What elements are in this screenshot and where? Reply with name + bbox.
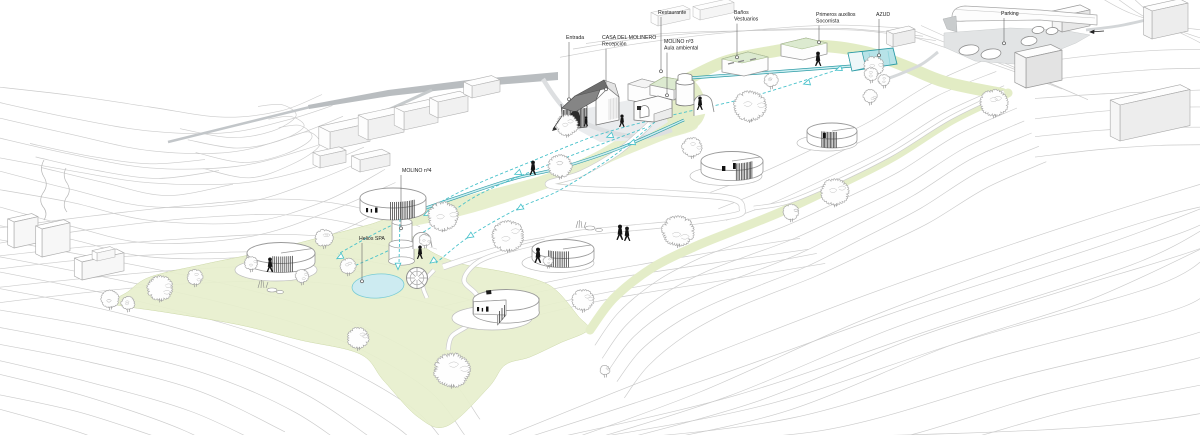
- svg-text:Socorrista: Socorrista: [816, 19, 839, 25]
- svg-text:Entrada: Entrada: [566, 35, 584, 41]
- svg-text:CASA DEL MOLINERO: CASA DEL MOLINERO: [602, 35, 656, 41]
- svg-text:AZUD: AZUD: [876, 12, 890, 18]
- svg-text:Helios SPA: Helios SPA: [359, 236, 385, 242]
- svg-text:MOLINO nº4: MOLINO nº4: [402, 168, 432, 174]
- svg-text:Recepción: Recepción: [602, 42, 627, 48]
- svg-text:Parking: Parking: [1001, 11, 1019, 17]
- svg-text:MOLINO nº3: MOLINO nº3: [664, 39, 694, 45]
- svg-text:Vestuarios: Vestuarios: [734, 17, 759, 23]
- svg-text:Primeros auxilios: Primeros auxilios: [816, 12, 856, 18]
- svg-text:Baños: Baños: [734, 10, 749, 16]
- svg-text:Aula ambiental: Aula ambiental: [664, 46, 698, 52]
- svg-text:Restaurante: Restaurante: [658, 10, 686, 16]
